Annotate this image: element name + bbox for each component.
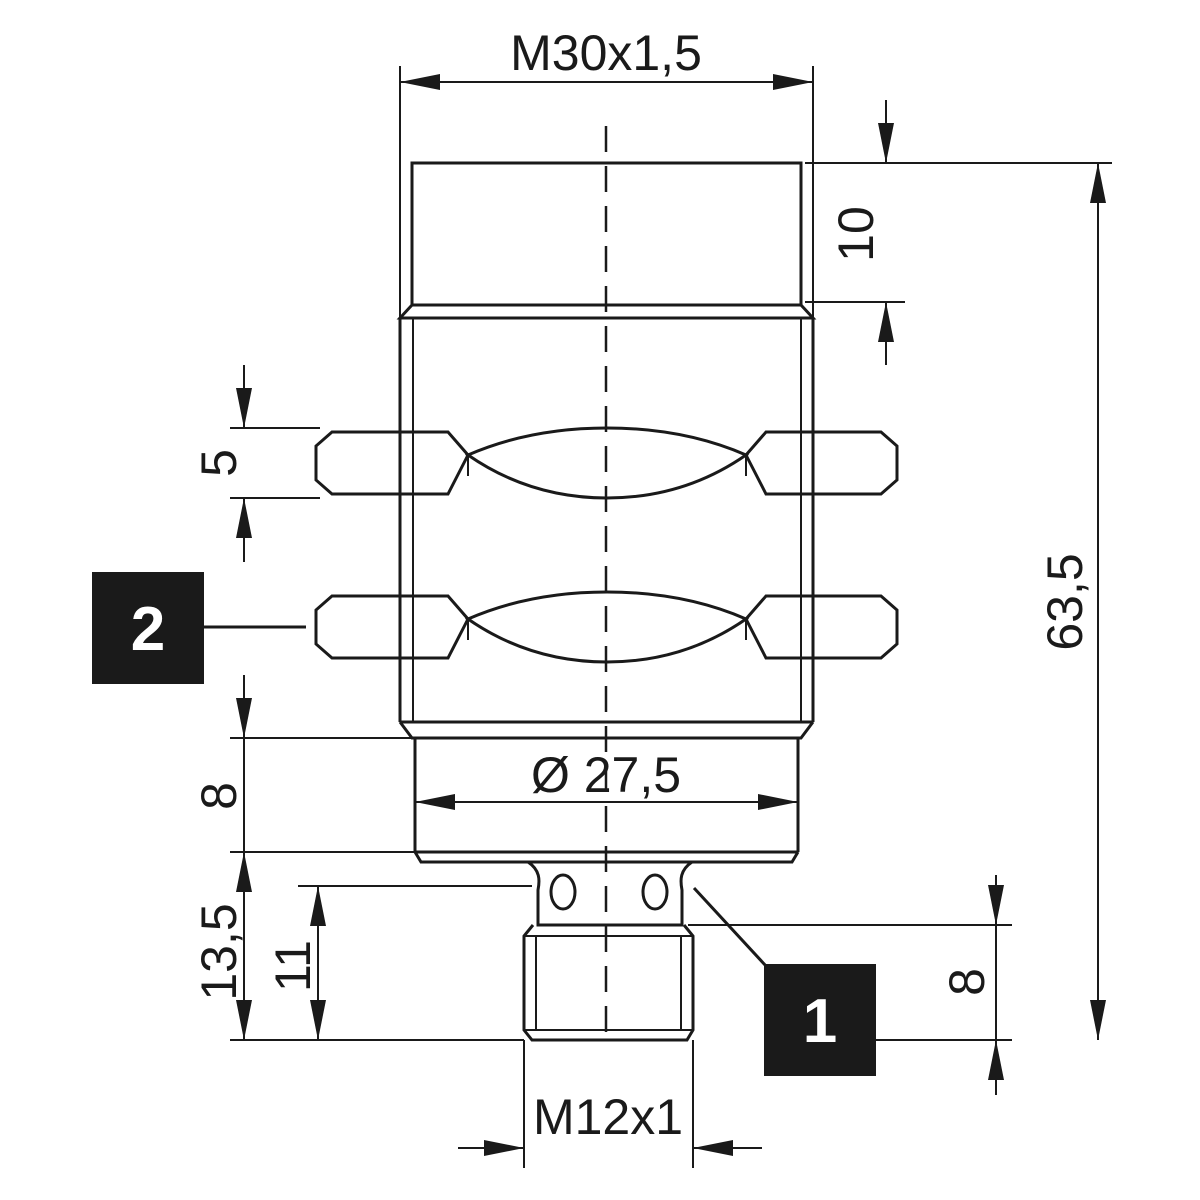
callout-2-label: 2 — [131, 595, 165, 664]
callout-2: 2 — [92, 572, 306, 684]
label-length-11: 11 — [265, 940, 321, 992]
led-window-left — [549, 873, 577, 911]
nut-upper — [314, 426, 899, 500]
dim-diameter: Ø 27,5 — [415, 747, 798, 810]
nut-lower — [314, 590, 899, 664]
dim-length-13-5: 13,5 — [191, 852, 524, 1041]
label-total-length: 63,5 — [1037, 553, 1093, 650]
label-nut-thickness: 5 — [191, 449, 247, 477]
dim-length-10: 10 — [805, 100, 905, 365]
label-length-8-body: 8 — [191, 782, 247, 810]
label-length-13-5: 13,5 — [191, 903, 247, 1000]
callout-1-label: 1 — [803, 987, 837, 1056]
label-diameter: Ø 27,5 — [531, 747, 681, 803]
dim-nut-thickness: 5 — [191, 365, 320, 562]
dim-length-8-connector: 8 — [688, 875, 1012, 1095]
dim-total-length: 63,5 — [805, 162, 1112, 1040]
dim-length-8-body: 8 — [191, 675, 415, 853]
dim-thread-bottom: M12x1 — [458, 1040, 762, 1168]
label-thread-bottom: M12x1 — [533, 1089, 683, 1145]
dim-thread-top: M30x1,5 — [399, 25, 814, 318]
label-length-8-connector: 8 — [939, 968, 995, 996]
dim-length-11: 11 — [265, 885, 532, 1040]
label-length-10: 10 — [828, 206, 884, 262]
led-window-right — [641, 873, 669, 911]
label-thread-top: M30x1,5 — [510, 25, 702, 81]
callout-1: 1 — [692, 886, 876, 1076]
